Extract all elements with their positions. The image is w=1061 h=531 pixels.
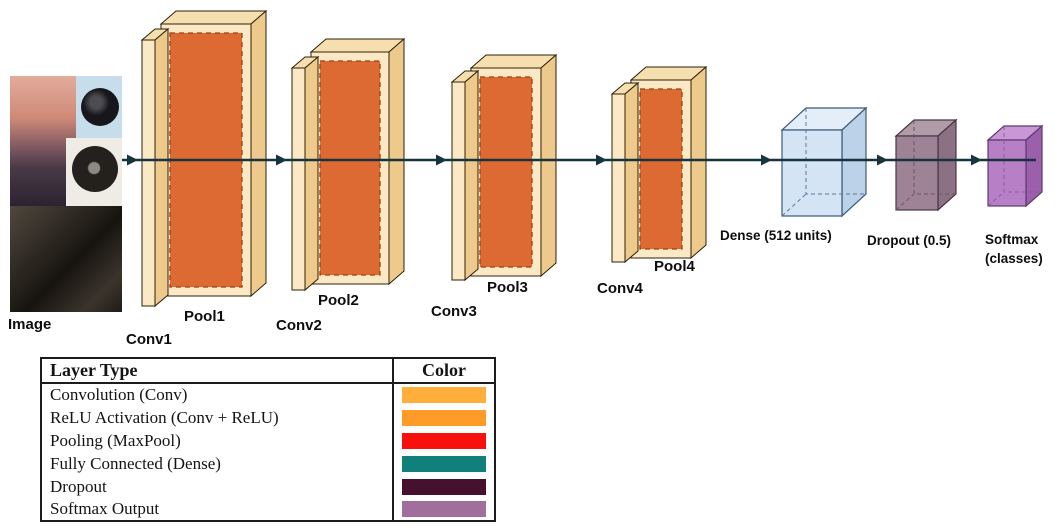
photo-rocks	[10, 206, 122, 312]
dense-box	[780, 106, 868, 218]
stage3-conv-slab	[450, 69, 480, 282]
stage1-pool-plate	[159, 9, 268, 298]
conv2-label: Conv2	[276, 317, 322, 334]
softmax-label: Softmax (classes)	[985, 231, 1043, 269]
photo-mountain	[10, 76, 76, 206]
legend-label: Pooling (MaxPool)	[50, 430, 181, 450]
legend-header-row: Layer Type Color	[41, 358, 495, 384]
arrowhead	[971, 154, 982, 166]
legend-swatch	[402, 455, 486, 472]
flow-line	[122, 154, 1036, 166]
legend-row-dense: Fully Connected (Dense)	[41, 452, 495, 475]
softmax-label-line1: Softmax	[985, 232, 1039, 247]
softmax-box	[986, 124, 1044, 208]
photo-lens	[81, 88, 119, 126]
pool2-label: Pool2	[318, 292, 359, 309]
stage4-pool-plate	[629, 65, 708, 260]
arrowhead	[276, 154, 287, 166]
legend-label: Softmax Output	[50, 499, 160, 518]
conv1-label: Conv1	[126, 331, 172, 348]
legend-row-dropout: Dropout	[41, 475, 495, 498]
dense-label: Dense (512 units)	[720, 228, 832, 243]
stage2-conv-slab	[290, 55, 320, 292]
legend-row-softmax: Softmax Output	[41, 498, 495, 521]
arrowhead	[127, 154, 138, 166]
legend-swatch	[402, 501, 486, 517]
legend-swatch	[402, 387, 486, 403]
legend-header-layer-type: Layer Type	[41, 358, 393, 384]
photo-sky	[76, 76, 122, 138]
pool1-label: Pool1	[184, 308, 225, 325]
legend-table: Layer Type Color Convolution (Conv) ReLU…	[40, 357, 496, 522]
legend-swatch	[402, 478, 486, 495]
dropout-box	[894, 118, 958, 212]
pool4-label: Pool4	[654, 258, 695, 275]
photo-spiral	[72, 146, 118, 192]
arrowhead	[596, 154, 607, 166]
softmax-label-line2: (classes)	[985, 250, 1043, 266]
legend-swatch	[402, 409, 486, 426]
legend-label: ReLU Activation (Conv + ReLU)	[50, 407, 279, 427]
photo-spiral-bg	[66, 138, 122, 206]
pool3-label: Pool3	[487, 279, 528, 296]
conv4-label: Conv4	[597, 280, 643, 297]
stage4-conv-slab	[610, 81, 640, 264]
legend-row-pooling: Pooling (MaxPool)	[41, 429, 495, 452]
legend-swatch	[402, 432, 486, 449]
arrowhead	[761, 154, 772, 166]
stage2-pool-plate	[309, 37, 406, 286]
stage3-pool-plate	[469, 53, 558, 278]
legend-label: Dropout	[50, 476, 107, 496]
legend-row-convolution: Convolution (Conv)	[41, 383, 495, 406]
legend-label: Convolution (Conv)	[50, 385, 188, 404]
arrowhead	[877, 154, 888, 166]
input-photo	[10, 76, 122, 312]
legend-label: Fully Connected (Dense)	[50, 453, 221, 473]
dropout-label: Dropout (0.5)	[867, 233, 951, 248]
stage1-conv-slab	[140, 27, 170, 308]
conv3-label: Conv3	[431, 303, 477, 320]
legend-header-color: Color	[392, 358, 495, 384]
input-image-label: Image	[8, 316, 52, 333]
legend-row-relu: ReLU Activation (Conv + ReLU)	[41, 406, 495, 429]
arrowhead	[436, 154, 447, 166]
